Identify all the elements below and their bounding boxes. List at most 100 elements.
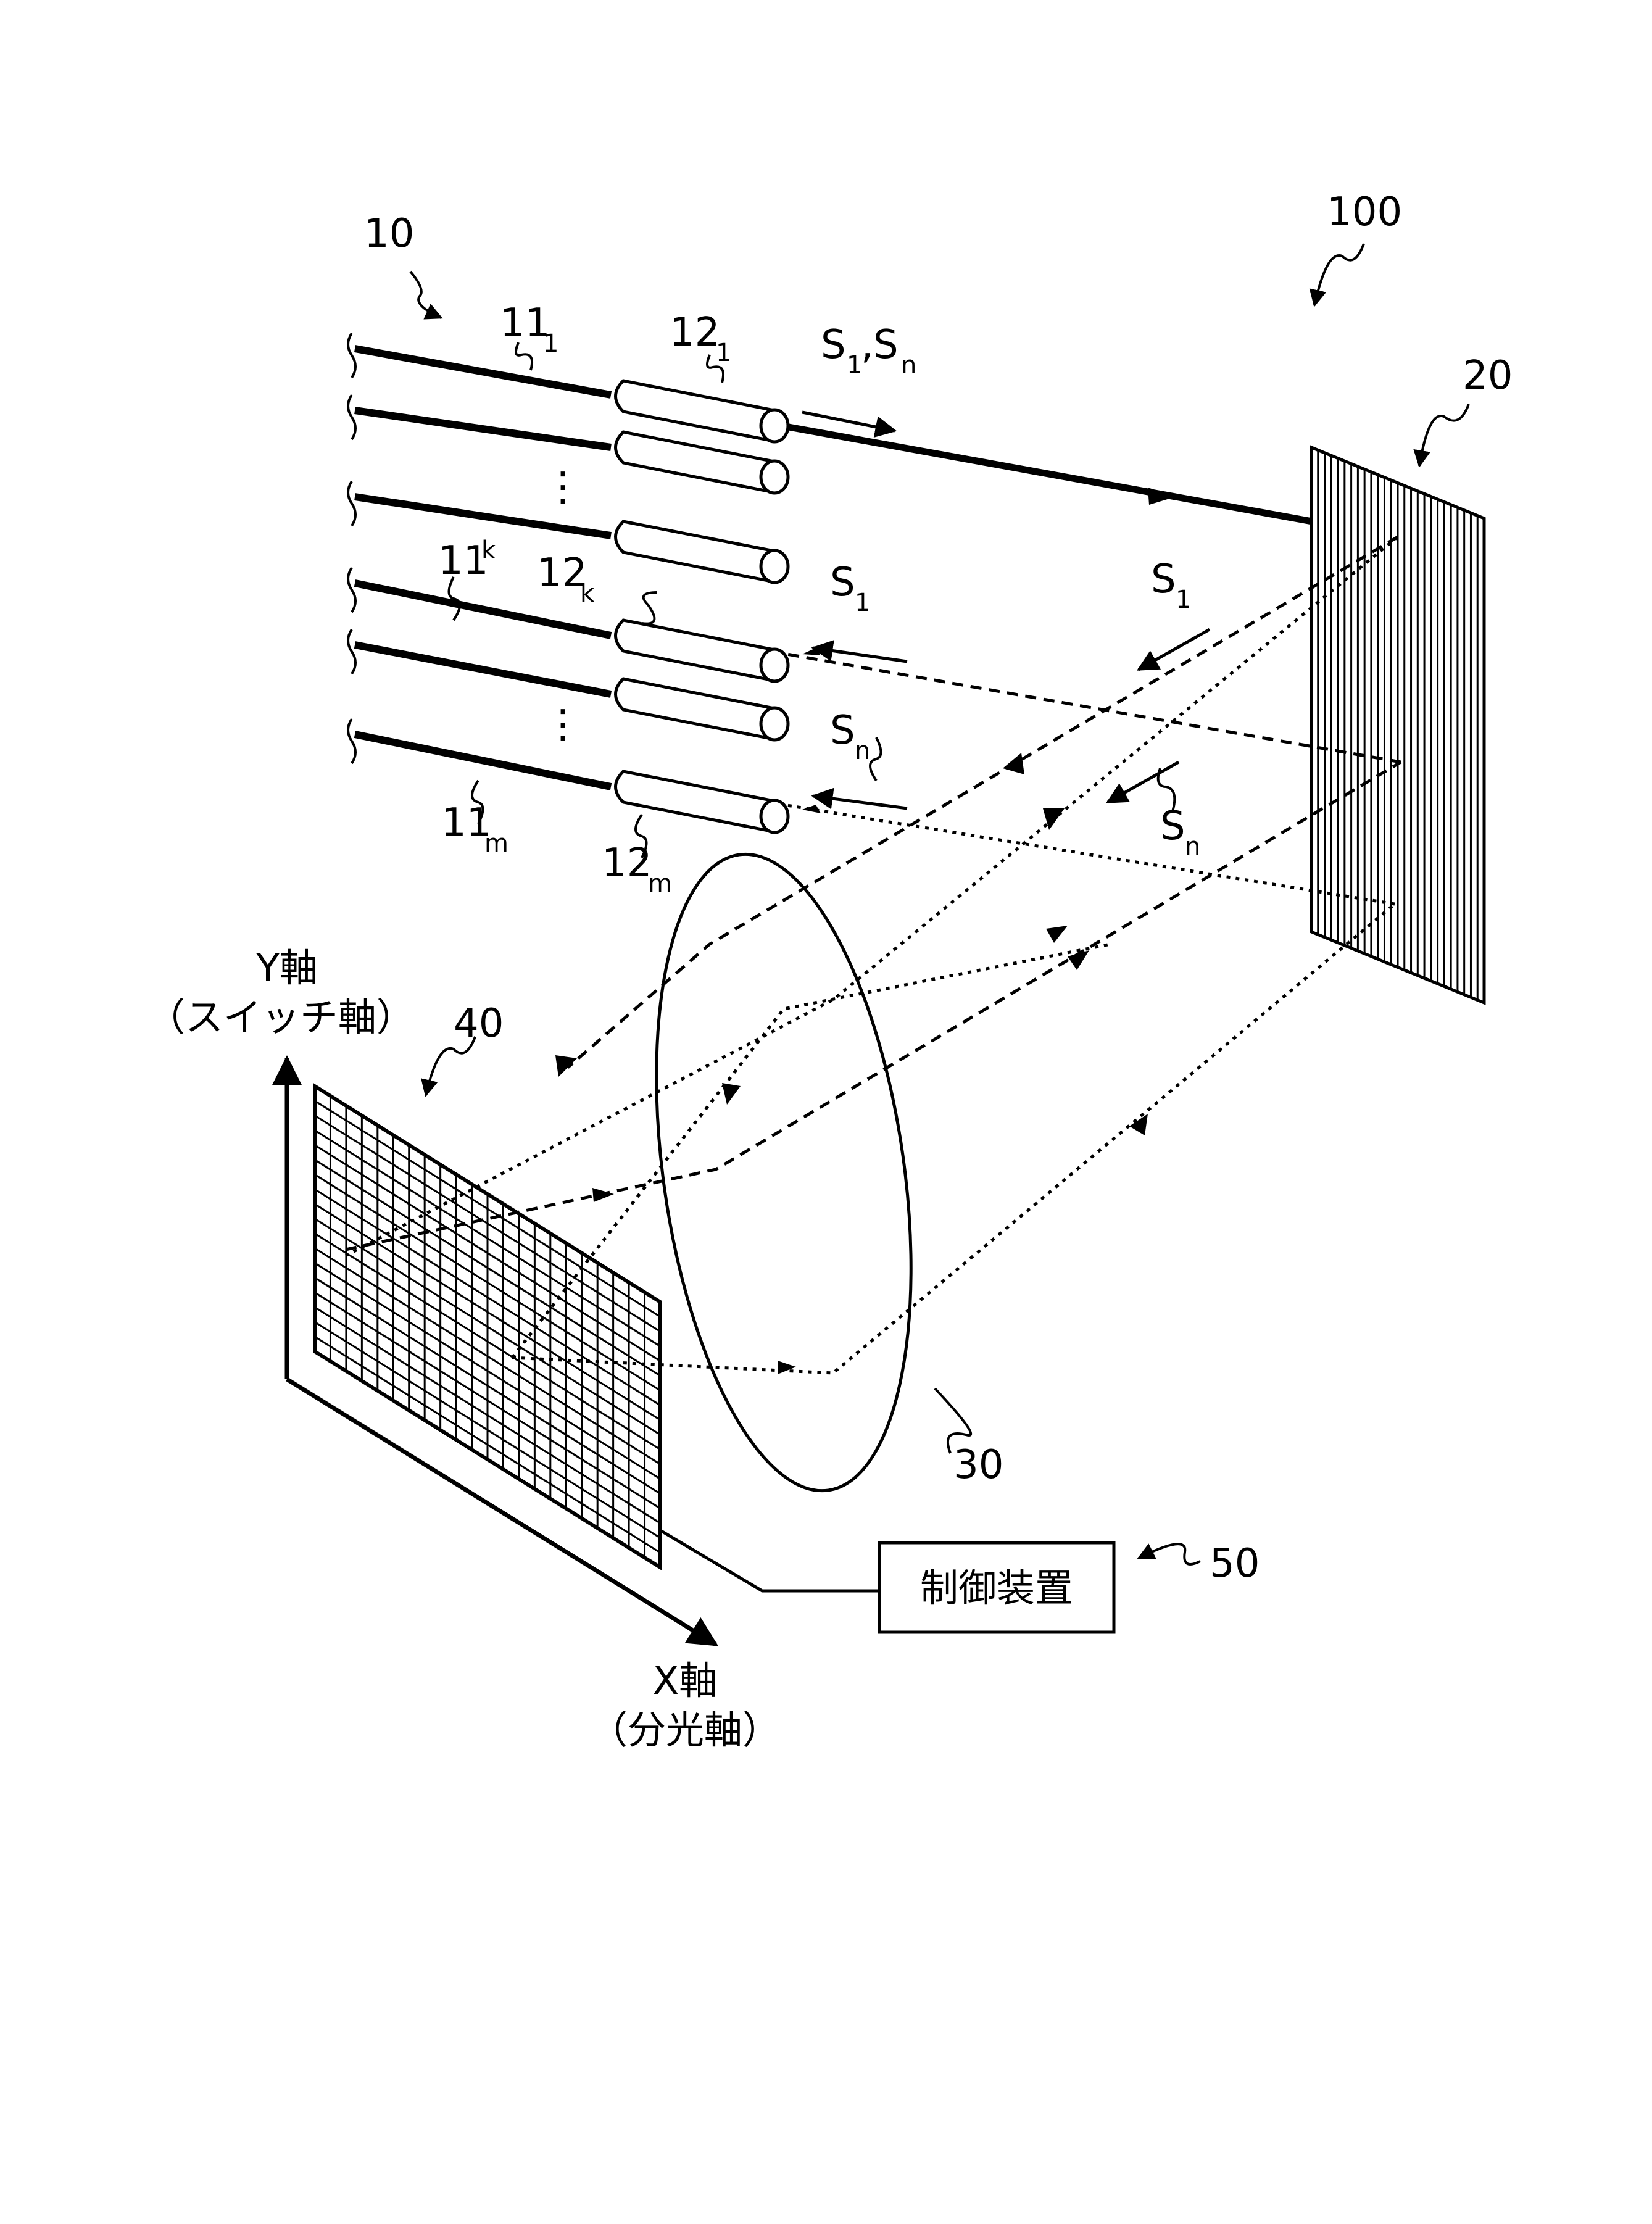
- switch-element: [313, 1082, 662, 1571]
- fiber-line: [354, 407, 612, 451]
- svg-text:S: S: [821, 322, 846, 368]
- beam-s1-to-switch: [567, 535, 1399, 1069]
- svg-text:S: S: [1160, 803, 1185, 849]
- leader-11-1: [515, 342, 534, 371]
- input-beam: [788, 423, 1398, 541]
- beam-sn-to-switch: [344, 536, 1399, 1258]
- beam-arrow: [555, 1055, 577, 1077]
- beam-arrow: [1003, 753, 1024, 774]
- svg-text:S: S: [873, 322, 899, 368]
- switch-grid-line: [314, 1114, 661, 1333]
- svg-text:S: S: [830, 708, 855, 753]
- leader-30: [934, 1387, 973, 1454]
- label-100: 100: [1327, 189, 1402, 235]
- leader-100: [1309, 243, 1365, 307]
- leader-12-m: [634, 813, 648, 858]
- leader-11-k: [447, 576, 461, 621]
- svg-text:1: 1: [847, 351, 862, 380]
- collimator: [614, 677, 790, 742]
- label-11-m-sub: m: [484, 829, 508, 858]
- switch-grid-line: [314, 1262, 661, 1480]
- fiber-line: [354, 641, 612, 698]
- label-11-k: 11: [438, 538, 488, 584]
- fiber-end-3: [347, 480, 357, 527]
- input-beam-arrow: [1148, 488, 1176, 505]
- svg-text:n: n: [1185, 832, 1200, 861]
- switch-grid-line: [314, 1174, 661, 1392]
- label-12-1: 12: [670, 310, 720, 355]
- fiber-line: [354, 579, 612, 639]
- collimator: [614, 770, 790, 834]
- beam-s1-to-fiber: [786, 652, 1401, 764]
- leader-40: [421, 1036, 476, 1097]
- svg-text:,: ,: [861, 322, 873, 368]
- label-sn-return: S n: [1160, 803, 1200, 861]
- label-s1-sn: S 1 , S n: [821, 322, 916, 380]
- label-sn-in: S n: [830, 708, 870, 765]
- fiber-end-1: [347, 332, 357, 379]
- svg-text:n: n: [901, 351, 916, 380]
- leader-11-m: [471, 779, 484, 824]
- beam-arrow: [1068, 950, 1089, 970]
- controller-wire: [659, 1529, 879, 1593]
- x-axis-arrow: [286, 1377, 719, 1646]
- beam-arrow: [778, 1361, 796, 1374]
- leader-12-1: [706, 354, 725, 383]
- fiber-array: [347, 332, 612, 790]
- switch-grid-line: [314, 1321, 661, 1539]
- leader-10: [409, 270, 443, 320]
- leader-sn-lower: [1156, 768, 1176, 812]
- y-axis-description: （スイッチ軸）: [147, 995, 415, 1040]
- beam-sn-to-fiber: [786, 803, 1395, 906]
- fiber-end-5: [347, 628, 357, 675]
- svg-text:n: n: [855, 737, 870, 765]
- label-11-m: 11: [441, 800, 491, 846]
- leader-12-k: [641, 591, 658, 625]
- signal-s1-return-arrow: [1136, 628, 1211, 671]
- beam-arrow: [722, 1083, 741, 1105]
- leader-20: [1413, 404, 1470, 468]
- fiber-end-6: [347, 718, 357, 765]
- ellipsis-lower: ⋮: [543, 702, 583, 747]
- signal-out-arrow: [802, 410, 897, 438]
- ellipsis-upper: ⋮: [543, 464, 583, 510]
- label-11-1-sub: 1: [543, 330, 558, 358]
- signal-sn-return-arrow: [1105, 760, 1180, 804]
- label-40: 40: [454, 1001, 504, 1047]
- fiber-end-2: [347, 394, 357, 441]
- label-10: 10: [364, 211, 414, 257]
- collimator: [614, 520, 790, 584]
- beam-arrow: [1043, 808, 1065, 830]
- x-axis-label: X軸: [653, 1658, 717, 1703]
- svg-text:S: S: [1151, 557, 1176, 602]
- beam-arrow: [1046, 926, 1068, 943]
- x-axis-description: （分光軸）: [589, 1707, 781, 1753]
- switch-grid-line: [314, 1188, 661, 1406]
- reflected-beams: [344, 535, 1402, 1375]
- label-30: 30: [953, 1442, 1003, 1488]
- switch-grid-line: [314, 1277, 661, 1495]
- switch-grid-line: [314, 1218, 661, 1436]
- fiber-end-4: [347, 566, 357, 613]
- controller-label: 制御装置: [920, 1566, 1073, 1611]
- collimator: [614, 430, 790, 495]
- switch-grid-line: [314, 1144, 661, 1362]
- svg-text:S: S: [830, 560, 855, 605]
- collimator: [614, 618, 790, 683]
- label-12-m: 12: [602, 840, 652, 886]
- fiber-line: [354, 345, 612, 399]
- fiber-line: [354, 731, 612, 790]
- switch-grid-line: [314, 1159, 661, 1377]
- signal-sn-in-arrow: [811, 787, 908, 810]
- beam-arrow: [802, 805, 821, 813]
- label-50: 50: [1210, 1541, 1260, 1587]
- switch-grid-line: [314, 1232, 661, 1451]
- y-axis-label: Y軸: [255, 945, 318, 990]
- collimator-array: [614, 379, 790, 834]
- switch-grid-line: [314, 1306, 661, 1524]
- label-s1-in: S 1: [830, 560, 870, 617]
- label-12-k: 12: [537, 550, 587, 596]
- switch-grid-line: [314, 1129, 661, 1347]
- label-20: 20: [1463, 353, 1513, 399]
